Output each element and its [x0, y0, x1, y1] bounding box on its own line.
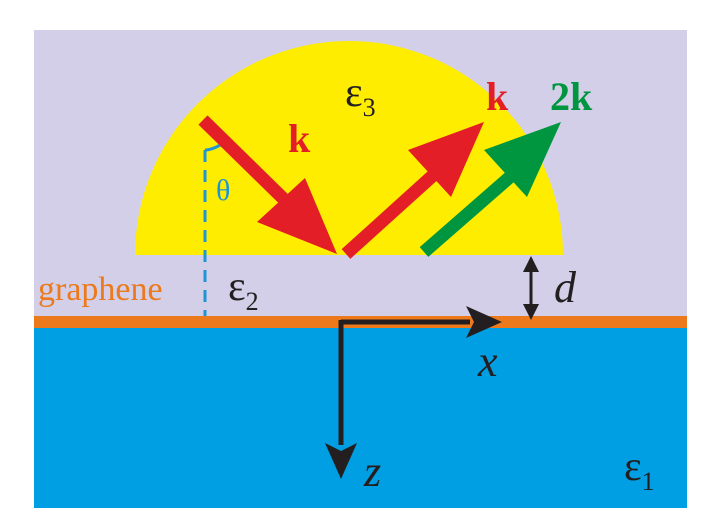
eps3-label: ε3	[345, 70, 376, 122]
z-axis-arrow	[325, 320, 357, 479]
second-harmonic-label: 2k	[550, 74, 593, 119]
eps2-label: ε2	[228, 264, 259, 316]
second-harmonic-arrow	[419, 122, 561, 257]
prism-half-disk	[135, 41, 563, 255]
theta-label: θ	[216, 174, 230, 207]
x-axis-label: x	[477, 337, 498, 386]
reflected-k-label: k	[486, 74, 509, 119]
incident-wave-arrow	[198, 115, 337, 254]
eps1-label: ε1	[624, 444, 655, 496]
reflected-wave-arrow	[341, 122, 484, 259]
gap-d-label: d	[554, 263, 577, 312]
gap-double-arrow	[523, 256, 539, 320]
graphene-label: graphene	[38, 271, 163, 308]
x-axis-arrow	[341, 306, 502, 338]
substrate-medium	[34, 327, 687, 508]
incident-k-label: k	[288, 116, 311, 161]
z-axis-label: z	[363, 447, 381, 496]
